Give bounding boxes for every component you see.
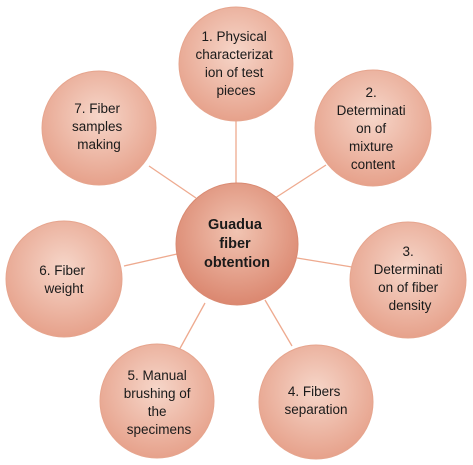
- node-5-line-4: specimens: [127, 422, 192, 437]
- node-5-line-2: brushing of: [124, 386, 191, 401]
- node-2: 2. Determinati on of mixture content: [314, 69, 432, 187]
- connector-2: [271, 164, 327, 201]
- node-6-text: 6. Fiber weight: [39, 263, 89, 296]
- node-5: 5. Manual brushing of the specimens: [99, 343, 215, 459]
- center-line-2: fiber: [219, 236, 251, 252]
- connector-7: [148, 165, 197, 199]
- node-2-line-1: 2.: [365, 85, 376, 100]
- node-3-circle: [349, 221, 467, 339]
- node-3: 3. Determinati on of fiber density: [349, 221, 467, 339]
- node-2-text: 2. Determinati on of mixture content: [337, 85, 410, 172]
- node-2-line-2: Determinati: [337, 103, 406, 118]
- node-7-line-1: 7. Fiber: [74, 101, 120, 116]
- node-2-line-3: on of: [356, 121, 386, 136]
- node-4-line-1: 4. Fibers: [288, 384, 341, 399]
- node-7-line-2: samples: [72, 119, 123, 134]
- node-6-line-2: weight: [43, 281, 83, 296]
- node-3-text: 3. Determinati on of fiber density: [374, 244, 447, 313]
- node-4: 4. Fibers separation: [258, 344, 374, 460]
- center-node: Guadua fiber obtention: [175, 182, 299, 306]
- node-1-line-3: ion of test: [205, 65, 264, 80]
- node-7-text: 7. Fiber samples making: [72, 101, 126, 152]
- node-3-line-1: 3.: [402, 244, 413, 259]
- node-1-line-1: 1. Physical: [201, 29, 266, 44]
- node-3-line-3: on of fiber: [378, 280, 439, 295]
- center-line-1: Guadua: [208, 217, 263, 233]
- node-4-circle: [258, 344, 374, 460]
- node-6: 6. Fiber weight: [5, 220, 123, 338]
- node-1-line-2: characterizat: [195, 47, 273, 62]
- connector-5: [177, 302, 206, 353]
- node-4-text: 4. Fibers separation: [284, 384, 347, 417]
- node-1-circle: [178, 6, 294, 122]
- node-7: 7. Fiber samples making: [41, 70, 157, 186]
- node-2-circle: [314, 69, 432, 187]
- connector-6: [123, 253, 178, 267]
- node-6-circle: [5, 220, 123, 338]
- connector-4: [264, 299, 293, 347]
- node-5-text: 5. Manual brushing of the specimens: [124, 368, 195, 437]
- center-line-3: obtention: [204, 255, 270, 271]
- node-7-line-3: making: [77, 137, 121, 152]
- node-2-line-4: mixture: [349, 139, 393, 154]
- node-5-line-3: the: [148, 404, 167, 419]
- node-2-line-5: content: [351, 157, 396, 172]
- center-text: Guadua fiber obtention: [204, 217, 270, 271]
- node-5-line-1: 5. Manual: [127, 368, 186, 383]
- node-4-line-2: separation: [284, 402, 347, 417]
- center-circle: [175, 182, 299, 306]
- node-6-line-1: 6. Fiber: [39, 263, 85, 278]
- node-1-line-4: pieces: [216, 83, 255, 98]
- node-5-circle: [99, 343, 215, 459]
- node-1-text: 1. Physical characterizat ion of test pi…: [195, 29, 276, 98]
- connector-3: [296, 257, 353, 268]
- node-3-line-2: Determinati: [374, 262, 443, 277]
- node-7-circle: [41, 70, 157, 186]
- connectors: [123, 120, 353, 353]
- node-3-line-4: density: [389, 298, 432, 313]
- node-1: 1. Physical characterizat ion of test pi…: [178, 6, 294, 122]
